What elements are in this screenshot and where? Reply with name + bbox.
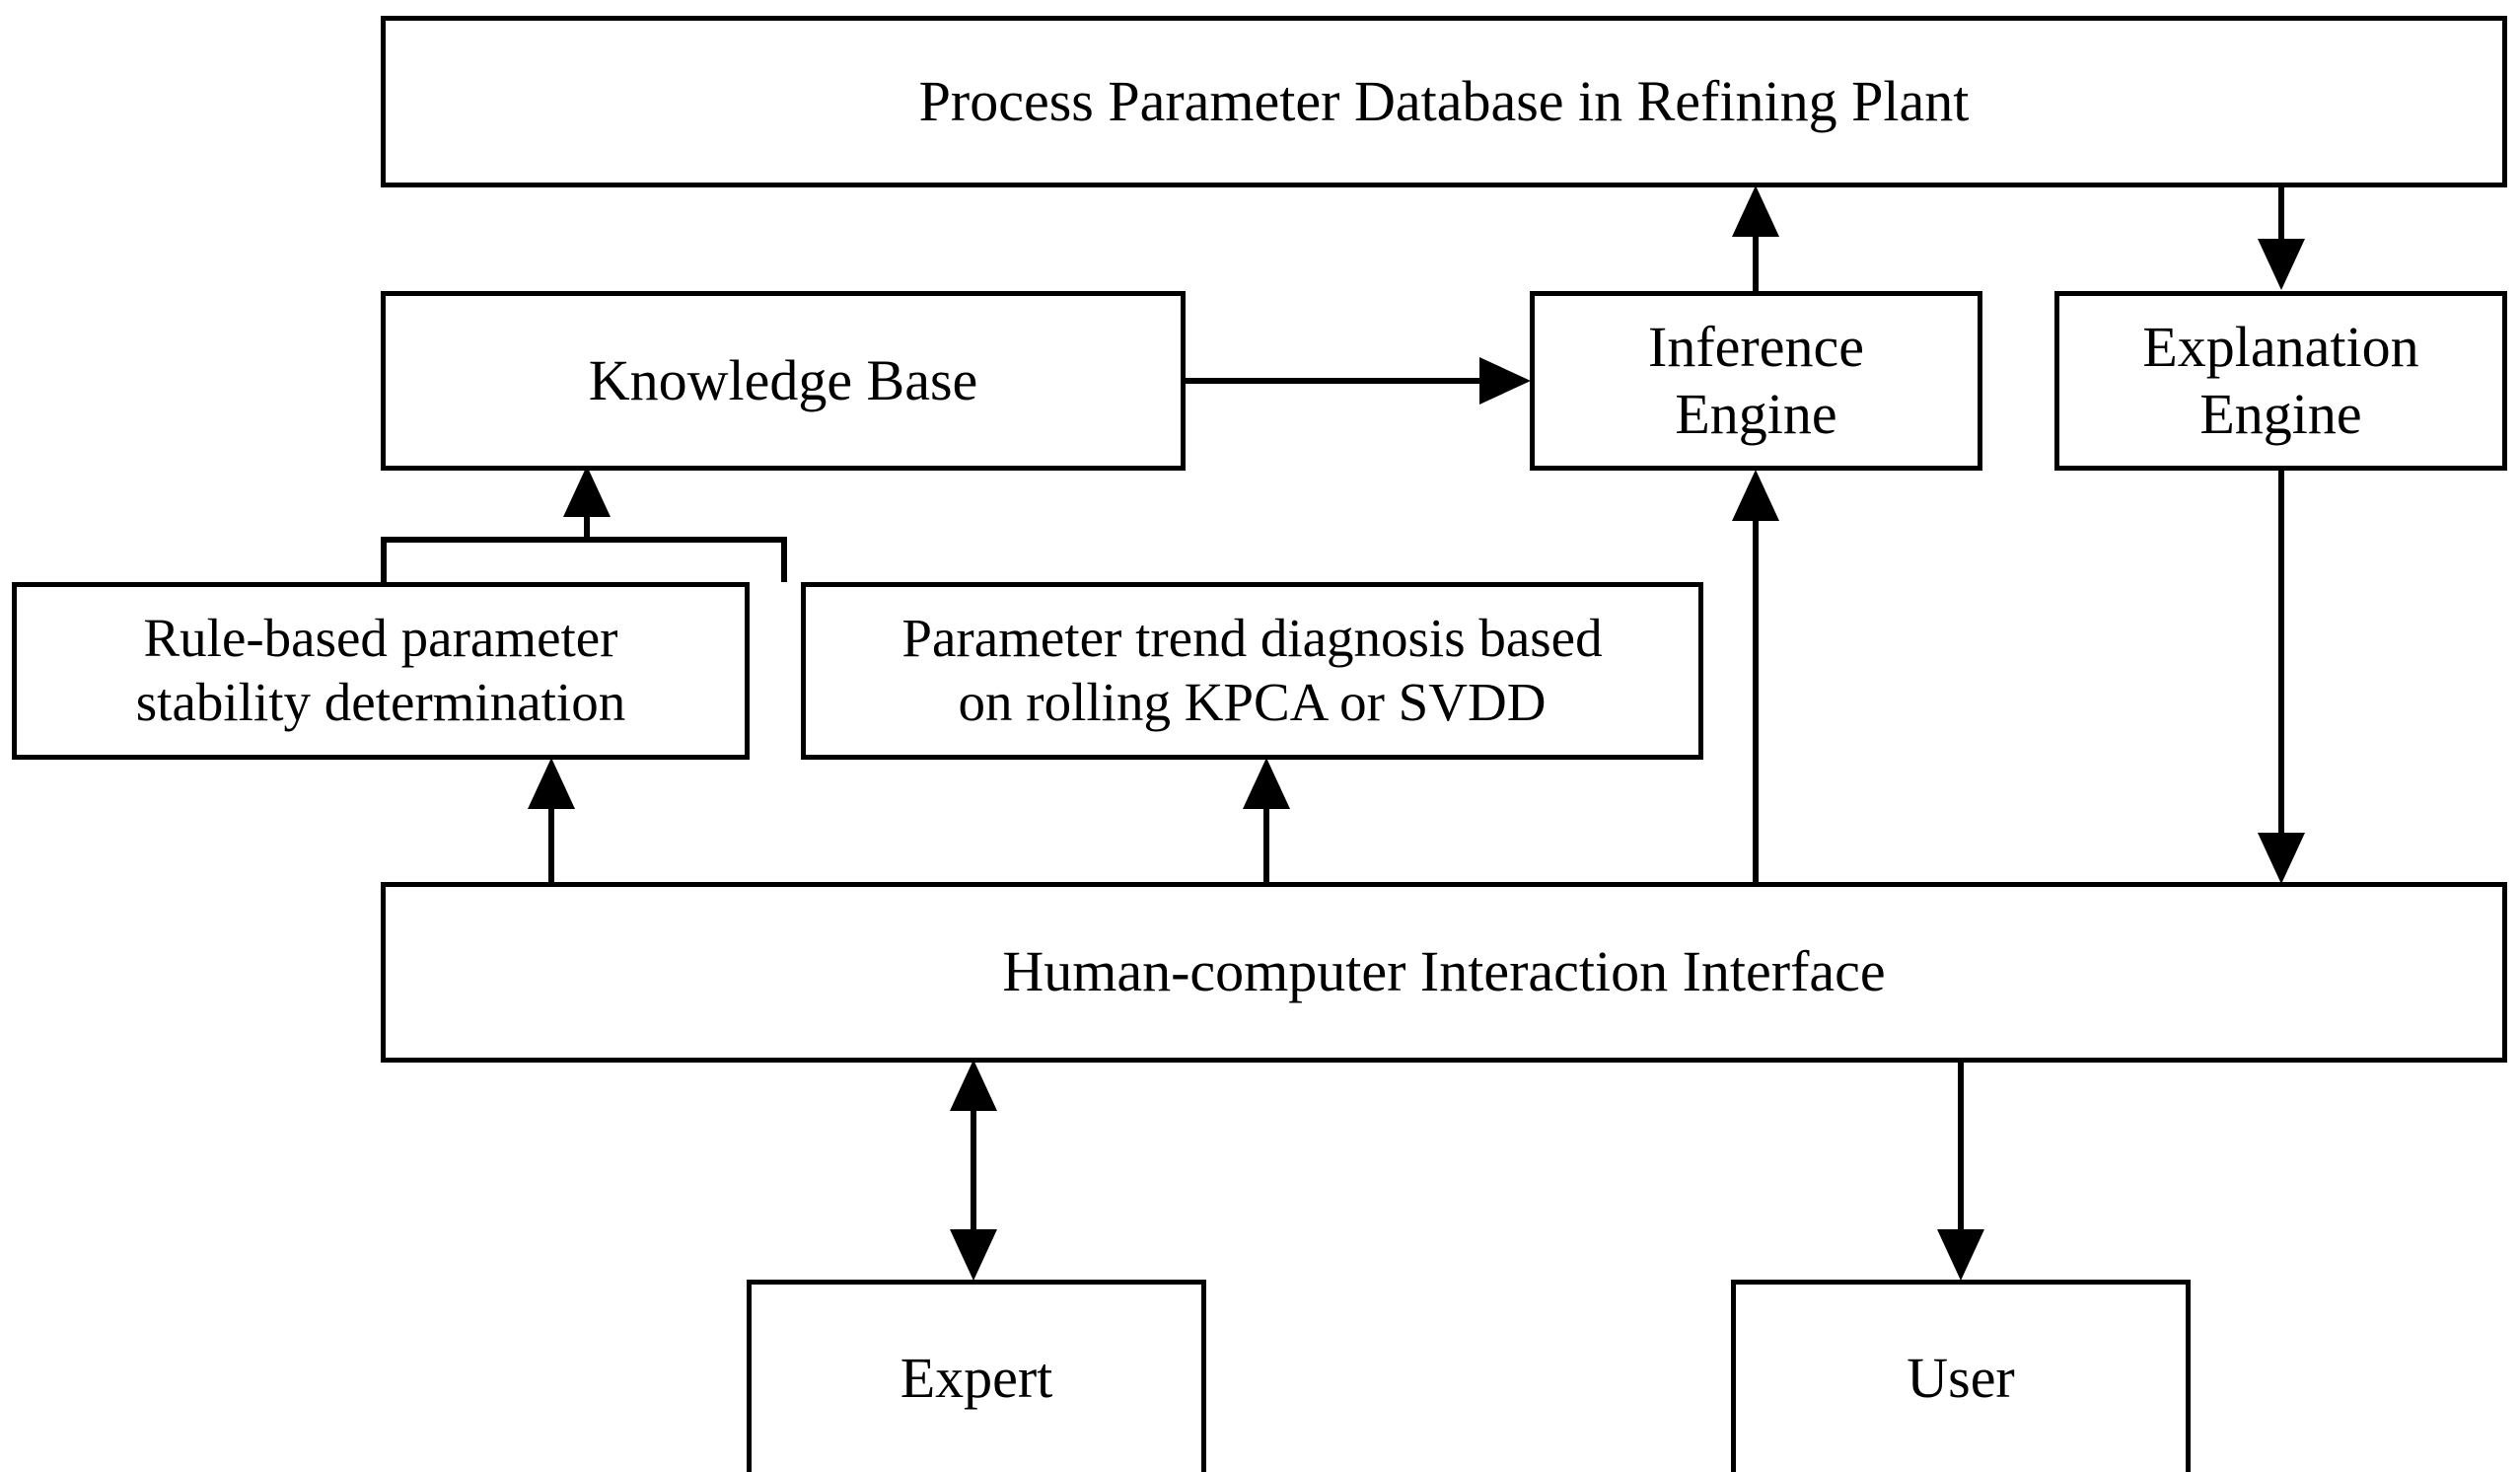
node-process-parameter-database-label: Process Parameter Database in Refining P… — [918, 68, 1970, 133]
edge-bracket-to-knowledge-line — [584, 513, 590, 541]
node-parameter-trend-diagnosis[interactable]: Parameter trend diagnosis based on rolli… — [801, 582, 1703, 760]
edge-inference-to-database-arrowhead — [1732, 185, 1779, 237]
edge-hci-expert-line — [971, 1107, 976, 1237]
edge-hci-to-rule-line — [548, 805, 554, 886]
node-explanation-engine[interactable]: Explanation Engine — [2054, 291, 2507, 471]
node-parameter-trend-diagnosis-label: Parameter trend diagnosis based on rolli… — [901, 608, 1603, 732]
node-user-label: User — [1907, 1345, 2015, 1410]
edge-hci-to-trend-line — [1263, 805, 1269, 886]
edge-hci-to-user-line — [1958, 1060, 1964, 1235]
edge-knowledge-to-inference-line — [1182, 378, 1487, 384]
edge-bracket-right-stem — [781, 537, 787, 582]
node-user[interactable]: User — [1731, 1280, 2191, 1472]
node-human-computer-interaction-interface-label: Human-computer Interaction Interface — [1002, 939, 1886, 1004]
node-knowledge-base[interactable]: Knowledge Base — [381, 291, 1186, 471]
edge-hci-to-inference-line — [1753, 517, 1759, 886]
edge-inference-to-database-line — [1753, 233, 1759, 294]
edge-hci-expert-arrowhead-up — [950, 1060, 997, 1111]
edge-knowledge-to-inference-arrowhead — [1479, 357, 1531, 405]
edge-hci-to-trend-arrowhead — [1243, 758, 1290, 809]
node-human-computer-interaction-interface[interactable]: Human-computer Interaction Interface — [381, 882, 2507, 1063]
node-inference-engine[interactable]: Inference Engine — [1530, 291, 1982, 471]
edge-explanation-to-hci-line — [2278, 468, 2284, 837]
node-process-parameter-database[interactable]: Process Parameter Database in Refining P… — [381, 16, 2507, 187]
node-inference-engine-label: Inference Engine — [1648, 314, 1864, 446]
node-knowledge-base-label: Knowledge Base — [588, 347, 978, 412]
node-rule-based-parameter-stability-label: Rule-based parameter stability determina… — [135, 608, 626, 732]
edge-hci-expert-arrowhead-down — [950, 1229, 997, 1281]
edge-explanation-to-hci-arrowhead — [2258, 833, 2305, 884]
node-explanation-engine-label: Explanation Engine — [2142, 314, 2419, 446]
node-expert[interactable]: Expert — [747, 1280, 1206, 1472]
edge-bracket-left-stem — [381, 537, 387, 582]
node-rule-based-parameter-stability[interactable]: Rule-based parameter stability determina… — [12, 582, 750, 760]
edge-hci-to-rule-arrowhead — [528, 758, 575, 809]
edge-hci-to-inference-arrowhead — [1732, 470, 1779, 521]
edge-database-to-explanation-line — [2278, 185, 2284, 243]
edge-bracket-to-knowledge-arrowhead — [563, 466, 611, 517]
edge-database-to-explanation-arrowhead — [2258, 239, 2305, 290]
edge-hci-to-user-arrowhead — [1937, 1229, 1984, 1281]
node-expert-label: Expert — [900, 1345, 1053, 1410]
